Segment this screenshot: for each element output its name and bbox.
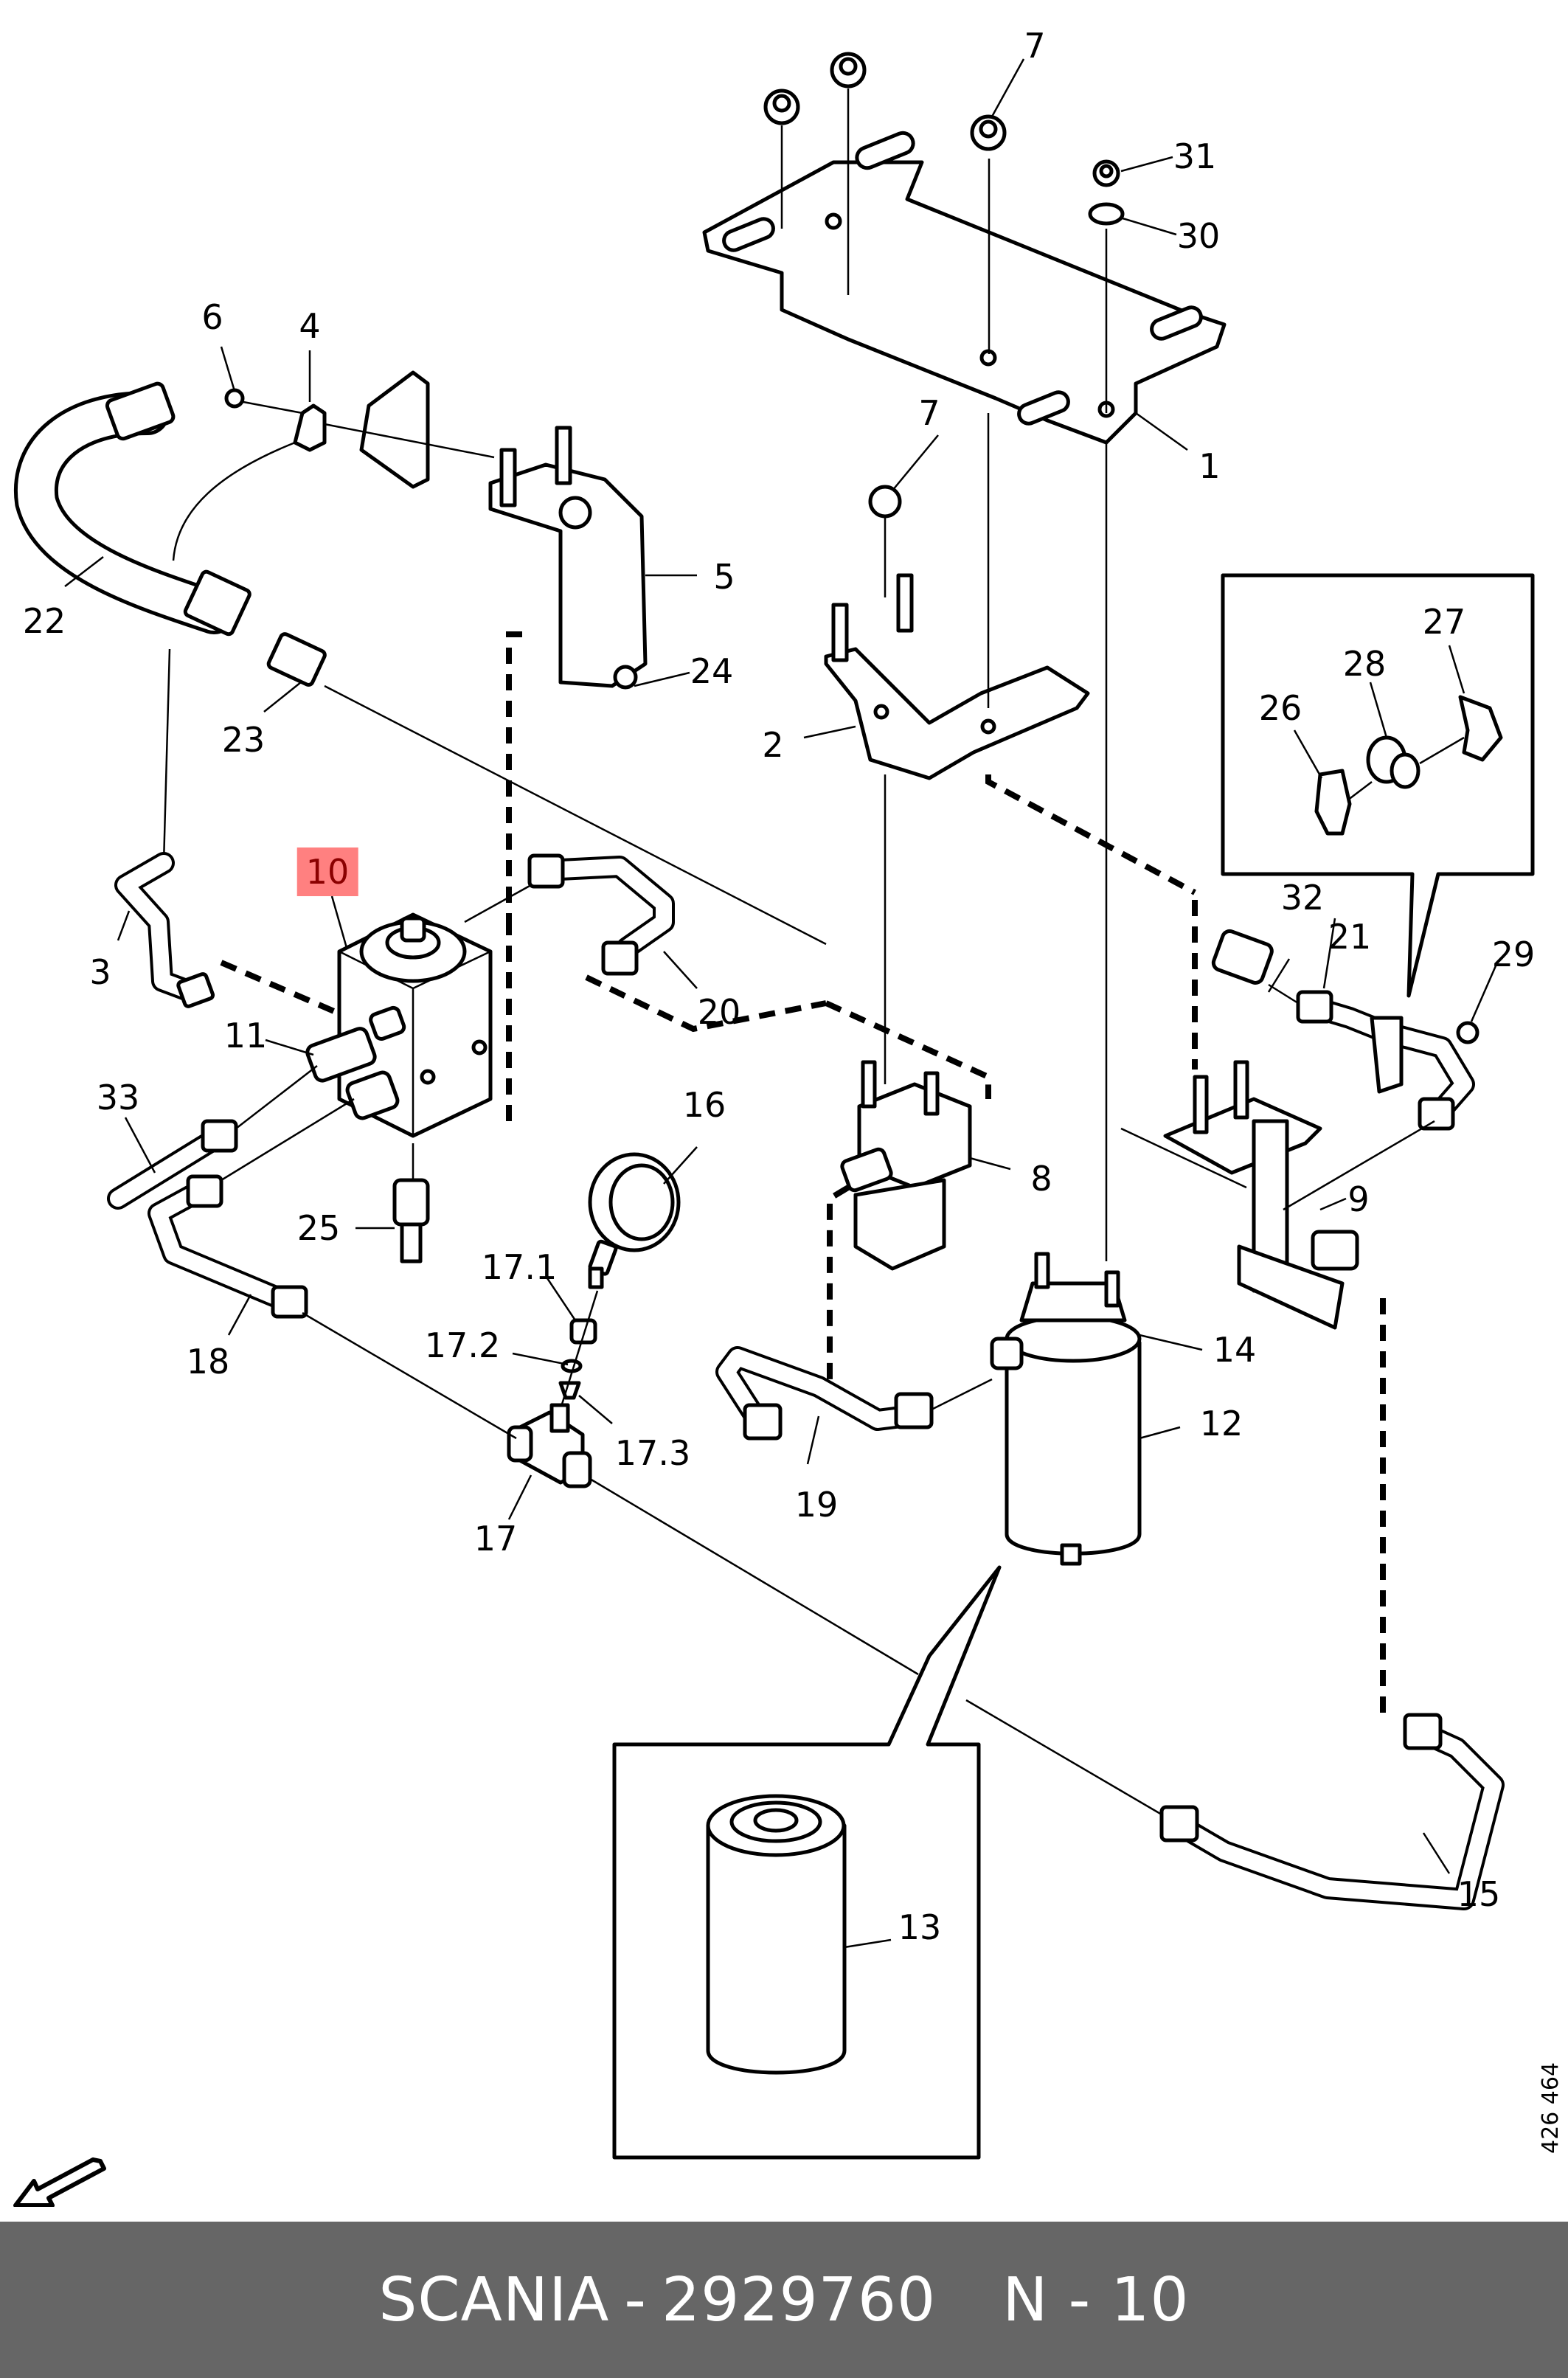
footer-bar: SCANIA - 2929760 N - 10	[0, 2222, 1568, 2378]
callout-7-top: 7	[1024, 26, 1046, 66]
part-9-fitting	[1120, 1060, 1359, 1330]
callout-12: 12	[1199, 1404, 1243, 1443]
part-5-bracket	[488, 426, 648, 690]
callout-14: 14	[1213, 1330, 1257, 1370]
callout-5: 5	[713, 557, 735, 597]
callout-13: 13	[898, 1907, 942, 1947]
part-18-pipe	[148, 1098, 517, 1440]
part-1-bracket	[702, 131, 1227, 445]
callout-7-middle: 7	[918, 393, 940, 433]
callout-25: 27	[1422, 602, 1466, 642]
part-17-tee	[507, 1403, 592, 1488]
callout-8: 8	[1030, 1159, 1052, 1199]
footer-separator: -	[624, 2264, 647, 2335]
document-number: 426 464	[1538, 2062, 1564, 2154]
callout-29: 25	[296, 1208, 341, 1248]
part-8-solenoid	[825, 1000, 991, 1379]
callout-3: 3	[89, 952, 111, 992]
callout-15: 15	[1457, 1874, 1501, 1914]
callout-1: 1	[1198, 446, 1221, 486]
callout-24: 26	[1258, 688, 1302, 728]
callout-33: 33	[96, 1078, 140, 1117]
part-12-filter-housing	[990, 1252, 1142, 1566]
part-29-sensor	[392, 1143, 430, 1263]
detail-box-filter-element	[612, 1565, 1002, 2160]
leader-lines	[64, 58, 1499, 1949]
callout-31: 31	[1173, 136, 1217, 176]
callout-2: 2	[762, 725, 784, 765]
part-22-pipe	[464, 853, 827, 1033]
callout-28: 24	[690, 651, 734, 691]
callout-17-3: 17.3	[614, 1433, 691, 1473]
callout-6: 6	[201, 297, 223, 337]
callout-18: 18	[186, 1342, 230, 1382]
callout-9: 9	[1347, 1179, 1370, 1219]
callout-32: 32	[1280, 878, 1325, 918]
callout-4: 4	[299, 306, 321, 346]
callout-19: 19	[794, 1485, 839, 1525]
callout-27: 29	[1491, 935, 1536, 974]
callout-10-highlighted[interactable]: 10	[296, 847, 358, 896]
part-10-valve-block	[305, 631, 531, 1138]
part-23-pipe	[985, 774, 1479, 1719]
part-33-pipe	[107, 1065, 318, 1210]
callout-17: 17	[473, 1519, 518, 1559]
callout-23: 21	[1328, 917, 1372, 957]
callout-16: 16	[682, 1085, 726, 1125]
callout-30: 30	[1176, 216, 1221, 256]
arrow-down-left-icon	[13, 2157, 106, 2207]
callout-17-2: 17.2	[424, 1325, 501, 1365]
footer-position: N - 10	[1002, 2264, 1190, 2335]
exploded-parts-diagram	[13, 52, 1535, 2160]
part-4-clip	[172, 370, 495, 561]
detail-box-clamps	[1221, 573, 1535, 998]
footer-brand: SCANIA	[378, 2264, 610, 2335]
callout-20: 22	[22, 601, 66, 641]
part-16-gauge	[558, 1152, 681, 1410]
part-19-pipe	[715, 1346, 993, 1441]
part-20-hose	[13, 381, 827, 946]
callout-17-1: 17.1	[481, 1247, 558, 1287]
part-3-line	[114, 852, 385, 1036]
part-7-nuts	[763, 52, 1125, 1261]
callout-11: 11	[223, 1016, 268, 1055]
callout-26: 28	[1342, 644, 1387, 684]
part-2-bracket	[824, 413, 1090, 1084]
footer-part-number: 2929760	[662, 2264, 937, 2335]
part-15-pipe	[589, 1477, 1505, 1910]
callout-21: 23	[221, 720, 266, 760]
callout-22: 20	[697, 992, 741, 1032]
